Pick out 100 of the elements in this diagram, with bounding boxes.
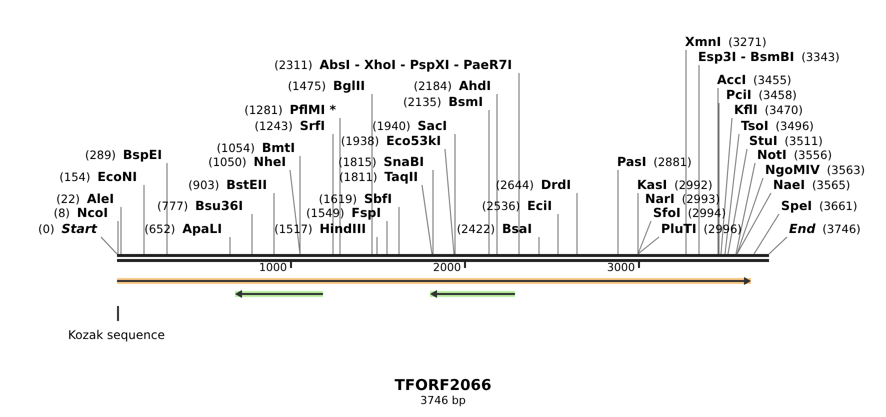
leader-line <box>454 134 456 254</box>
enzyme-name: AleI <box>86 191 114 206</box>
enzyme-name: AhdI <box>458 78 491 93</box>
enzyme-name: PluTI <box>661 221 697 236</box>
site-position: (3343) <box>801 50 840 64</box>
enzyme-name: SpeI <box>781 198 812 213</box>
site-position: (154) <box>59 170 90 184</box>
enzyme-name: ApaLI <box>182 221 222 236</box>
site-position: (2135) <box>403 95 442 109</box>
enzyme-name: BmtI <box>262 140 295 155</box>
enzyme-name: BsmI <box>448 94 483 109</box>
site-position: (2994) <box>688 206 726 220</box>
leader-line <box>736 178 764 254</box>
leader-line <box>496 94 498 254</box>
enzyme-name: BglII <box>332 78 365 93</box>
leader-line <box>724 134 740 254</box>
site-position: (1619) <box>318 192 357 206</box>
leader-line <box>736 162 756 254</box>
leader-line <box>488 110 490 254</box>
enzyme-name: Bsu36I <box>195 198 243 213</box>
site-position: (2881) <box>653 155 692 169</box>
site-position: (2993) <box>682 192 720 206</box>
enzyme-name: SrfI <box>300 118 325 133</box>
site-position: (8) <box>54 206 70 220</box>
enzyme-name: NarI <box>645 191 675 206</box>
site-position: (0) <box>38 222 54 236</box>
site-position: (1475) <box>288 79 326 93</box>
enzyme-name: PflMI * <box>290 102 336 117</box>
leader-line <box>638 220 652 254</box>
site-position: (289) <box>84 148 116 162</box>
enzyme-name: Eco53kI <box>386 133 441 148</box>
enzyme-name: FspI <box>351 205 381 220</box>
enzyme-name: Esp3I - BsmBI <box>698 49 794 64</box>
enzyme-name: KasI <box>637 177 668 192</box>
enzyme-name: NaeI <box>773 177 806 192</box>
leader-line <box>432 170 434 254</box>
leader-line <box>720 118 732 254</box>
enzyme-name: HindIII <box>319 221 366 236</box>
caption: 3746 bp <box>420 394 466 407</box>
site-position: (1549) <box>306 206 344 220</box>
site-position: (1054) <box>216 141 255 155</box>
site-position: (3563) <box>826 163 866 177</box>
leader-line <box>332 134 334 254</box>
leader-line <box>728 148 748 254</box>
enzyme-name: SbfI <box>364 191 392 206</box>
site-position: (2992) <box>674 178 712 192</box>
leader-line <box>576 192 578 254</box>
site-position: (3458) <box>758 88 797 102</box>
enzyme-name: NotI <box>757 147 787 162</box>
enzyme-name: PasI <box>617 154 646 169</box>
enzyme-name: TsoI <box>741 118 769 133</box>
site-position: (3271) <box>728 35 766 49</box>
enzyme-name: EcoNI <box>97 169 137 184</box>
sequence-bar <box>117 254 769 262</box>
site-position: (3565) <box>812 178 850 192</box>
enzyme-name: KflI <box>734 102 758 117</box>
enzyme-name: NcoI <box>76 205 108 220</box>
enzyme-name: DrdI <box>540 177 571 192</box>
leader-line <box>698 64 700 254</box>
site-position: (1517) <box>274 222 312 236</box>
site-position: (2184) <box>414 79 452 93</box>
title: TFORF2066 <box>394 376 492 394</box>
site-position: (2536) <box>482 199 520 213</box>
enzyme-name: Start <box>61 221 97 236</box>
leader-line <box>518 72 520 254</box>
enzyme-name: SnaBI <box>383 154 424 169</box>
leader-line <box>718 102 720 254</box>
site-position: (22) <box>56 192 80 206</box>
site-position: (1050) <box>208 155 246 169</box>
leader-line <box>398 206 400 254</box>
enzyme-name: AccI <box>717 72 746 87</box>
leader-line <box>120 206 122 254</box>
ruler-label: 3000 <box>607 261 635 274</box>
site-position: (1940) <box>372 119 410 133</box>
enzyme-name: StuI <box>749 133 778 148</box>
enzyme-name: NheI <box>254 154 286 169</box>
enzyme-name: TaqII <box>384 169 418 184</box>
enzyme-name: XmnI <box>685 34 722 49</box>
leader-line <box>422 184 432 254</box>
enzyme-name: PciI <box>726 87 752 102</box>
site-position: (3455) <box>753 73 792 87</box>
leader-line <box>736 192 772 254</box>
site-position: (1815) <box>338 155 376 169</box>
leader-line <box>768 236 788 254</box>
leader-line <box>386 220 388 254</box>
site-position: (3746) <box>822 222 861 236</box>
leader-line <box>638 236 660 254</box>
enzyme-name: BsaI <box>502 221 532 236</box>
feature-label: Kozak sequence <box>68 328 165 342</box>
leader-line <box>444 148 454 254</box>
site-position: (3556) <box>794 148 832 162</box>
leader-line <box>376 236 378 254</box>
enzyme-name: SfoI <box>653 205 681 220</box>
leader-line <box>754 214 780 254</box>
site-position: (3661) <box>819 199 858 213</box>
site-position: (2422) <box>456 222 495 236</box>
enzyme-name: BspEI <box>122 147 162 162</box>
enzyme-name: NgoMIV <box>765 162 820 177</box>
site-position: (1938) <box>340 134 380 148</box>
site-position: (1281) <box>244 103 283 117</box>
